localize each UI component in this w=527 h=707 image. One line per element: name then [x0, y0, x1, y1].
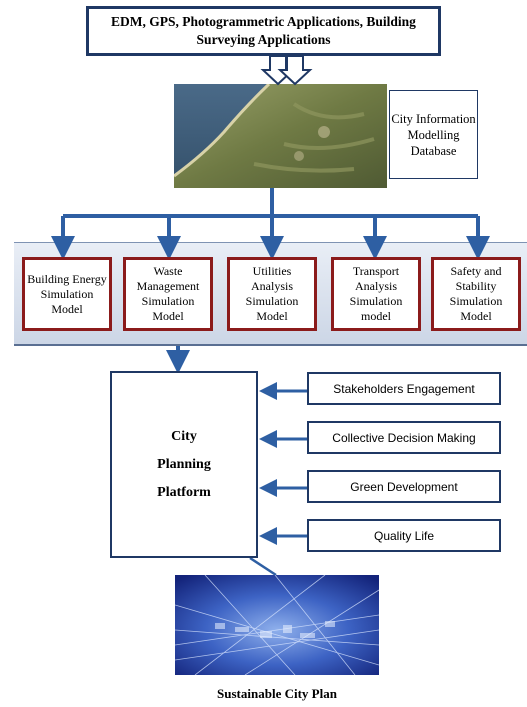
input-collective-decision-making: Collective Decision Making — [307, 421, 501, 454]
city-planning-platform: City Planning Platform — [110, 371, 258, 558]
platform-line-3: Platform — [157, 484, 211, 500]
database-label: City Information Modelling Database — [391, 111, 476, 158]
city-plan-image — [175, 575, 379, 675]
simulation-model-label: Building Energy Simulation Model — [27, 271, 107, 316]
simulation-model-label: Safety and Stability Simulation Model — [449, 264, 503, 323]
platform-line-1: City — [171, 428, 197, 444]
diagram-caption: Sustainable City Plan — [217, 686, 337, 701]
simulation-model-transport-analysis: Transport Analysis Simulation model — [331, 257, 421, 331]
simulation-model-utilities-analysis: Utilities Analysis Simulation Model — [227, 257, 317, 331]
input-quality-life: Quality Life — [307, 519, 501, 552]
simulation-model-safety-stability: Safety and Stability Simulation Model — [431, 257, 521, 331]
input-label: Quality Life — [373, 528, 435, 543]
simulation-model-waste-management: Waste Management Simulation Model — [123, 257, 213, 331]
simulation-model-label: Transport Analysis Simulation model — [349, 264, 403, 323]
city-information-modelling-database: City Information Modelling Database — [389, 90, 478, 179]
input-label: Stakeholders Engagement — [333, 381, 475, 396]
simulation-model-label: Waste Management Simulation Model — [136, 264, 200, 323]
data-sources-box: EDM, GPS, Photogrammetric Applications, … — [86, 6, 441, 56]
simulation-model-building-energy: Building Energy Simulation Model — [22, 257, 112, 331]
data-sources-text: EDM, GPS, Photogrammetric Applications, … — [111, 14, 416, 47]
satellite-map-image — [174, 84, 387, 188]
platform-line-2: Planning — [157, 456, 211, 472]
input-green-development: Green Development — [307, 470, 501, 503]
input-stakeholders-engagement: Stakeholders Engagement — [307, 372, 501, 405]
input-label: Green Development — [350, 479, 458, 494]
input-label: Collective Decision Making — [332, 430, 476, 445]
simulation-model-label: Utilities Analysis Simulation Model — [245, 264, 299, 323]
